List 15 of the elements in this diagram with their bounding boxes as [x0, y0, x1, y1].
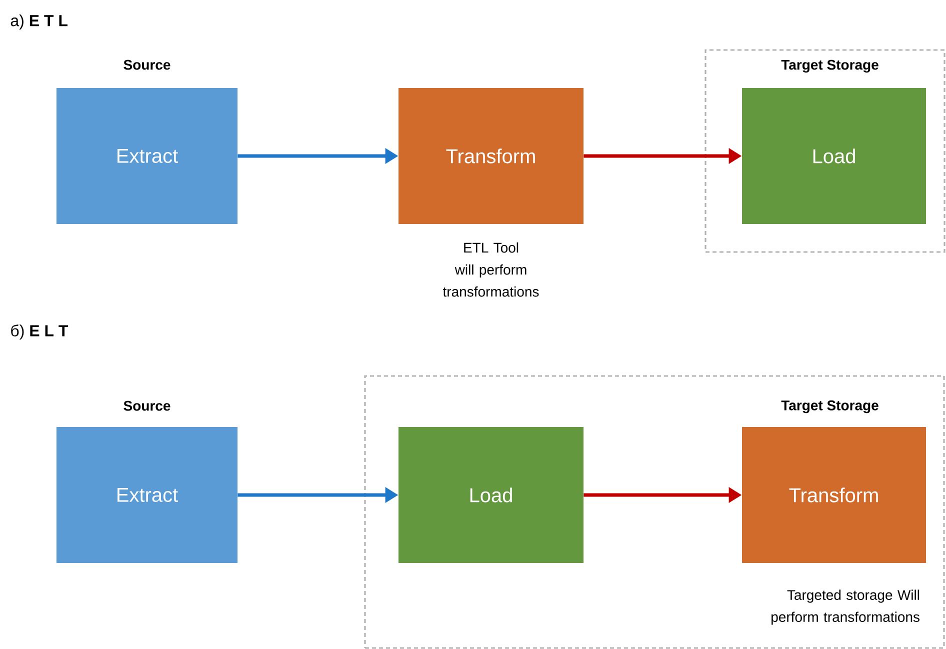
- heading: Source: [124, 400, 170, 411]
- process-box: Extract: [56, 88, 238, 224]
- note: Targeted storage Will perform transformations: [772, 590, 920, 625]
- heading: Target Storage: [781, 60, 878, 73]
- heading: Target Storage: [781, 400, 878, 414]
- section-label: б) E L T: [11, 324, 68, 340]
- note: ETL Tool will perform transformations: [442, 242, 539, 297]
- process-box: Transform: [398, 88, 584, 224]
- dashed-boundary: [364, 375, 945, 649]
- process-box: Transform: [742, 427, 926, 563]
- process-box: Load: [742, 88, 926, 224]
- process-box: Load: [398, 427, 584, 563]
- process-box: Extract: [56, 427, 238, 563]
- heading: Source: [124, 60, 170, 70]
- section-label: a) E T L: [10, 14, 68, 30]
